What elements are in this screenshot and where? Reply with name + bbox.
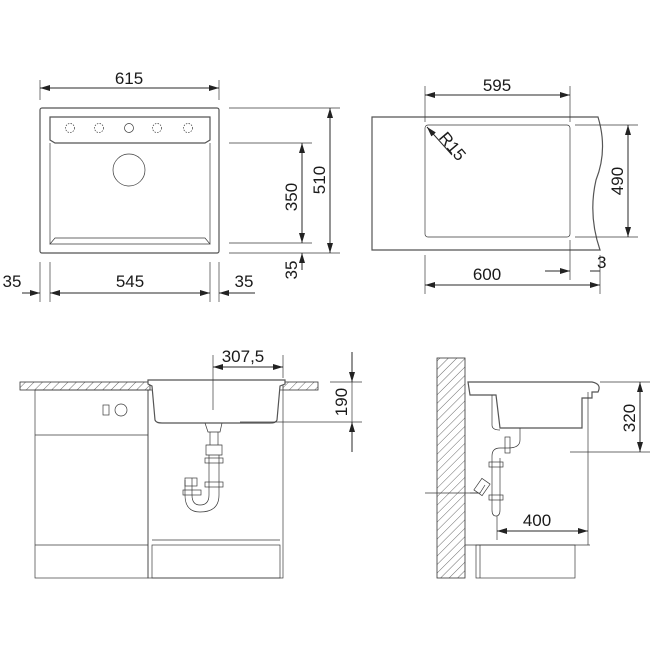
button-icon bbox=[102, 404, 110, 416]
dim-overall-width: 615 bbox=[115, 69, 143, 88]
sink-outline bbox=[39, 107, 220, 254]
tap-holes bbox=[65, 123, 193, 133]
worktop-left bbox=[19, 381, 151, 391]
siphon bbox=[184, 422, 223, 513]
worktop-right bbox=[282, 381, 319, 391]
dim-sink-height: 320 bbox=[620, 404, 639, 432]
tap-deck bbox=[49, 116, 211, 144]
dim-drain-offset: 307,5 bbox=[222, 347, 265, 366]
worktop-outline bbox=[371, 116, 604, 251]
side-view: 320 400 bbox=[425, 357, 650, 579]
cutout-view: 595 490 R15 600 3 bbox=[371, 76, 638, 294]
dim-left-edge: 35 bbox=[3, 272, 22, 291]
tap-hole-icon bbox=[94, 123, 104, 133]
dim-bowl-width: 545 bbox=[116, 272, 144, 291]
dim-cabinet-width: 600 bbox=[473, 265, 501, 284]
dim-bowl-height: 190 bbox=[332, 388, 351, 416]
dim-cutout-width: 595 bbox=[483, 76, 511, 95]
dishwasher bbox=[34, 389, 149, 579]
tap-hole-icon bbox=[183, 123, 193, 133]
top-view: 615 510 350 35 35 545 35 bbox=[3, 69, 340, 302]
dim-offset: 3 bbox=[597, 253, 606, 272]
dim-right-edge: 35 bbox=[235, 272, 254, 291]
wall bbox=[436, 357, 466, 579]
drain-icon bbox=[112, 153, 146, 187]
dim-drain-distance: 400 bbox=[523, 511, 551, 530]
bowl-front bbox=[49, 237, 211, 245]
sink-bowl bbox=[147, 379, 286, 424]
knob-icon bbox=[114, 403, 128, 417]
dim-cutout-depth: 490 bbox=[608, 167, 627, 195]
front-view: 307,5 190 bbox=[19, 347, 362, 579]
tap-hole-icon bbox=[124, 123, 134, 133]
cutout-rect bbox=[424, 124, 571, 238]
dim-front-edge: 35 bbox=[282, 261, 301, 280]
tap-hole-icon bbox=[152, 123, 162, 133]
sink-profile bbox=[467, 381, 600, 429]
dim-overall-depth: 510 bbox=[310, 166, 329, 194]
tap-hole-icon bbox=[65, 123, 75, 133]
dim-bowl-depth: 350 bbox=[282, 183, 301, 211]
